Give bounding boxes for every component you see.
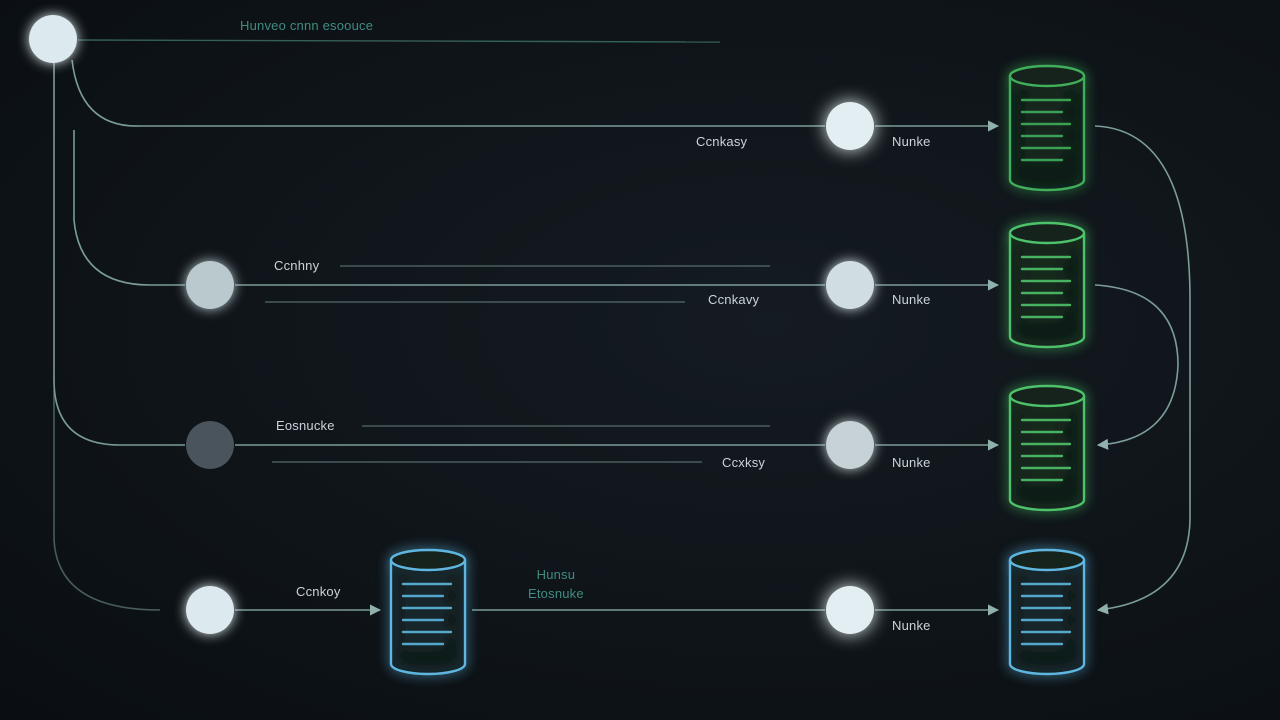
diagram-title: Hunveo cnnn esoouce	[240, 18, 374, 33]
row3-mid-label: Ccxksy	[722, 455, 766, 470]
left-node-row3	[186, 421, 234, 469]
row2-right-label: Nunke	[892, 292, 931, 307]
database-row4	[1008, 548, 1086, 676]
database-row1	[1008, 64, 1086, 192]
row1-mid-label: Ccnkasy	[696, 134, 748, 149]
loop-row1-to-row4	[1094, 125, 1191, 615]
loop-row2-to-row3	[1094, 284, 1179, 450]
trunk-lower	[53, 390, 161, 611]
left-node-row2	[186, 261, 234, 309]
trunk-line	[53, 58, 121, 446]
start-node	[29, 15, 77, 63]
mid-node-row2	[826, 261, 874, 309]
branch-row1	[71, 59, 825, 127]
mid-node-row4	[826, 586, 874, 634]
row4-right-label: Nunke	[892, 618, 931, 633]
mid-node-row1	[826, 102, 874, 150]
row3-right-label: Nunke	[892, 455, 931, 470]
row2-left-label: Ccnhny	[274, 258, 320, 273]
row1-right-label: Nunke	[892, 134, 931, 149]
database-row2	[1008, 221, 1086, 349]
branch-row2	[73, 130, 185, 286]
database-middle	[389, 548, 467, 676]
mid-node-row3	[826, 421, 874, 469]
left-node-row4	[186, 586, 234, 634]
top-line	[77, 39, 721, 43]
row4-left-label: Ccnkoy	[296, 584, 341, 599]
row4-mid-label: Hunsu Etosnuke	[528, 567, 584, 601]
row3-left-label: Eosnucke	[276, 418, 335, 433]
row2-mid-label: Ccnkavy	[708, 292, 760, 307]
database-row3	[1008, 384, 1086, 512]
